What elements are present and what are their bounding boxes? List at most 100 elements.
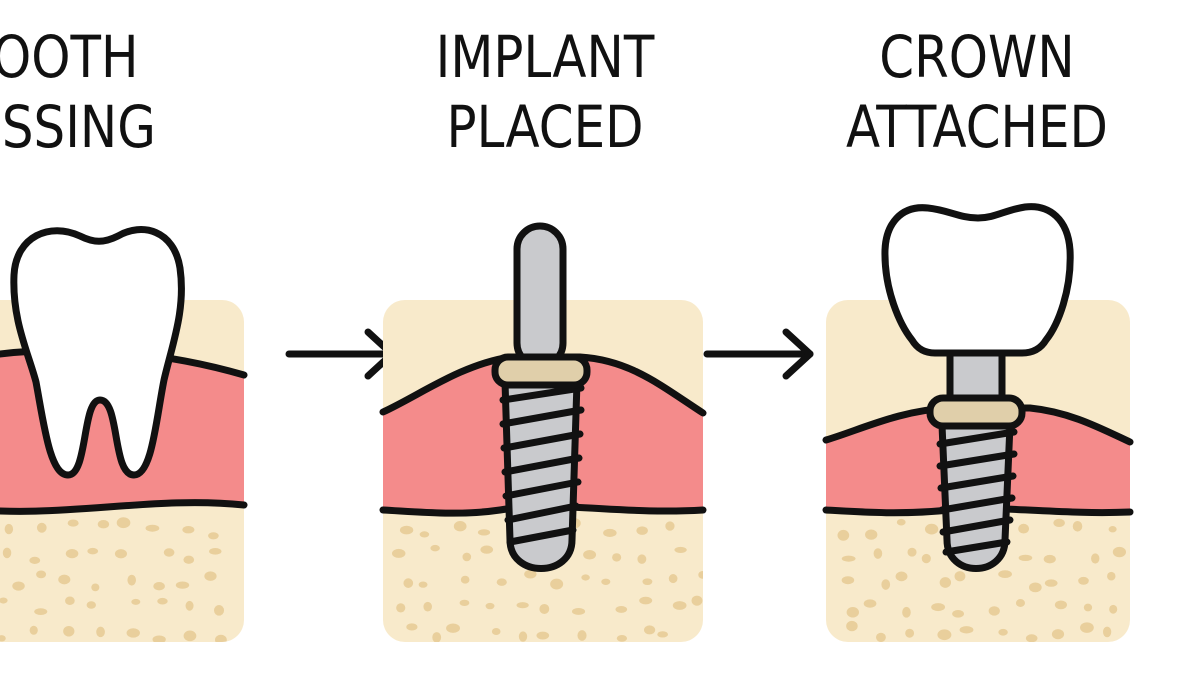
gum-layer xyxy=(0,350,244,512)
bone-spot xyxy=(841,555,856,562)
bone-spot xyxy=(485,602,495,610)
bone-spot xyxy=(185,600,194,611)
bone-spot xyxy=(524,569,537,579)
bone-spot xyxy=(87,547,99,555)
bone-spot xyxy=(86,601,96,609)
bone-spot xyxy=(1025,634,1038,642)
bone-spot xyxy=(1043,554,1056,564)
bone-spot xyxy=(603,528,617,537)
bone-spot xyxy=(841,576,855,585)
bone-spot xyxy=(931,603,946,612)
bone-spot xyxy=(153,582,165,591)
bone-spot xyxy=(924,523,939,535)
bone-spot xyxy=(145,524,160,532)
bone-spot xyxy=(846,620,858,632)
bone-spot xyxy=(163,548,175,557)
bone-spot xyxy=(208,532,219,540)
step-1-title-line-2: MISSING xyxy=(0,93,156,161)
bone-spot xyxy=(615,605,628,613)
bone-spot xyxy=(921,553,931,564)
bone-spot xyxy=(550,578,564,590)
bone-spot xyxy=(1018,523,1030,534)
bone-spot xyxy=(636,526,648,535)
bone-spot xyxy=(1072,520,1083,532)
bone-spot xyxy=(2,547,12,559)
bone-spot xyxy=(63,626,75,637)
bone-spots xyxy=(0,517,227,642)
bone-spot xyxy=(0,597,8,604)
bone-spot xyxy=(36,522,47,533)
step-2-title-line-1: IMPLANT xyxy=(435,23,655,91)
bone-spot xyxy=(691,595,703,606)
bone-spot xyxy=(937,629,952,641)
bone-spot xyxy=(665,521,675,531)
bone-spot xyxy=(209,547,222,555)
bone-spot xyxy=(157,597,168,605)
panel-tooth-missing xyxy=(0,226,248,642)
bone-spot xyxy=(460,575,470,584)
bone-spot xyxy=(418,581,428,588)
implant-screw-icon xyxy=(499,378,585,572)
bone-spot xyxy=(131,598,141,605)
panel-implant-placed xyxy=(379,222,715,642)
bone-spot xyxy=(58,574,71,585)
bone-spot xyxy=(91,583,100,592)
bone-spot xyxy=(616,634,628,642)
bone-spot xyxy=(881,579,891,590)
bone-spot xyxy=(998,570,1012,579)
bone-spot xyxy=(1054,600,1067,610)
bone-spot xyxy=(518,631,528,642)
bone-spot xyxy=(1051,629,1065,640)
bone-spot xyxy=(577,630,587,641)
bone-spot xyxy=(516,602,529,609)
bone-spot xyxy=(902,606,911,618)
bone-spot xyxy=(704,556,715,566)
bone-spot xyxy=(1107,571,1116,581)
bone-spot xyxy=(126,628,140,638)
bone-spot xyxy=(1109,604,1118,614)
bone-spot xyxy=(1091,553,1100,564)
bone-spot xyxy=(183,555,195,564)
bone-spot xyxy=(639,596,653,605)
bone-spot xyxy=(895,571,908,582)
bone-spot xyxy=(204,571,217,581)
bone-spot xyxy=(837,529,850,541)
step-3-title-line-2: ATTACHED xyxy=(846,93,1108,161)
bone-spot xyxy=(988,606,1000,616)
bone-spot xyxy=(399,525,414,535)
bone-spot xyxy=(183,630,197,642)
bone-spot xyxy=(114,549,127,559)
bone-spot xyxy=(583,550,597,560)
bone-spot xyxy=(571,608,586,615)
bone-spot xyxy=(539,603,550,614)
bone-spot xyxy=(536,631,550,640)
bone-spot xyxy=(214,634,227,642)
bone-spot xyxy=(846,606,860,618)
bone-spot xyxy=(959,626,974,634)
bone-spot xyxy=(496,578,507,586)
bone-spot xyxy=(907,547,917,557)
step-2-title-line-2: PLACED xyxy=(446,93,644,161)
bone-spot xyxy=(642,578,653,586)
step-3-title: CROWN ATTACHED xyxy=(822,22,1132,162)
bone-spot xyxy=(1044,579,1058,587)
bone-spot xyxy=(954,571,966,582)
bone-spot xyxy=(396,603,406,613)
bone-spot xyxy=(939,577,952,588)
bone-spot xyxy=(419,531,430,538)
bone-spot xyxy=(1083,603,1093,612)
bone-spot xyxy=(29,556,41,564)
bone-spot xyxy=(998,628,1008,636)
bone-spot xyxy=(668,574,678,584)
bone-spot xyxy=(1102,626,1112,638)
bone-spot xyxy=(674,546,687,553)
bone-spot xyxy=(491,627,501,635)
bone-spot xyxy=(152,635,166,642)
panel-crown-attached xyxy=(822,203,1134,642)
bone-spot xyxy=(863,599,877,608)
implant-post-icon xyxy=(513,222,567,370)
implant-screw-icon xyxy=(936,421,1018,572)
bone-spot xyxy=(4,523,14,535)
